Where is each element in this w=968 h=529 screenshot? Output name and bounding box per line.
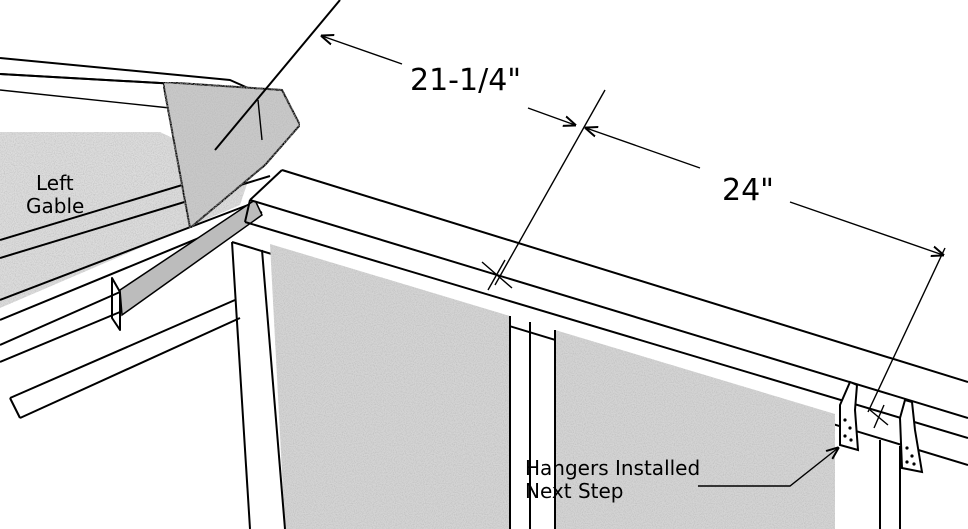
dimension-lines xyxy=(214,0,945,487)
wall-studs xyxy=(231,241,901,529)
hangers-label-line2: Next Step xyxy=(525,479,624,503)
joist-hanger-icon xyxy=(839,380,924,474)
hangers-label-line1: Hangers Installed xyxy=(525,456,700,480)
dimension-label-main: 24" xyxy=(722,173,774,208)
dimension-label-top: 21-1/4" xyxy=(410,63,521,98)
gable-label-line2: Gable xyxy=(26,194,84,218)
gable-shadow-strip xyxy=(119,198,263,317)
wall-sheathing xyxy=(270,244,835,529)
gable-label-line1: Left xyxy=(36,171,74,195)
x-mark-icon xyxy=(481,259,513,291)
gusset-plate xyxy=(161,80,302,230)
